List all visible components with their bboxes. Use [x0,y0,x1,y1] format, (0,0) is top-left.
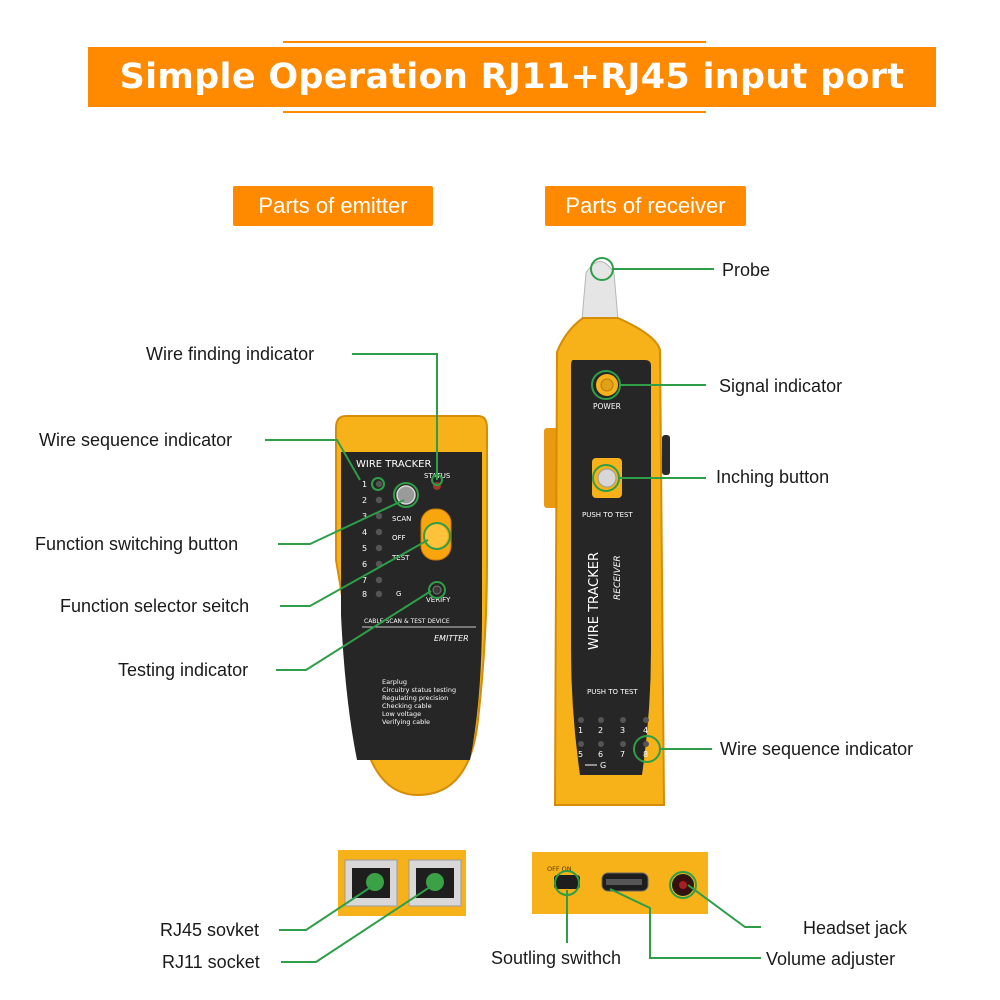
label-probe: Probe [722,260,771,280]
sequence-led [375,590,383,598]
receiver-led [598,717,604,723]
testing-indicator-led [432,585,442,595]
sequence-led [375,496,383,504]
push-to-test-text: PUSH TO TEST [582,511,633,519]
receiver-num: 5 [578,750,583,759]
receiver-num: 8 [643,750,648,759]
label-signal-indicator: Signal indicator [719,376,843,396]
banner-title: Simple Operation RJ11+RJ45 input port [88,47,936,107]
receiver-led [620,741,626,747]
scan-text: SCAN [392,515,411,523]
emitter-num: 7 [362,576,367,585]
emitter-num: 1 [362,480,367,489]
test-text: TEST [391,554,410,562]
sequence-led [375,512,383,520]
label-soutling-switch: Soutling swithch [491,948,622,968]
receiver-num: 1 [578,726,583,735]
ground-text: G [396,590,401,598]
label-rj45-socket: RJ45 sovket [160,920,260,940]
receiver-led [598,741,604,747]
label-wire-finding-indicator: Wire finding indicator [146,344,315,364]
label-rj11-socket: RJ11 socket [162,952,260,972]
receiver-num: 2 [598,726,603,735]
function-item: Circuitry status testing [382,686,456,694]
banner-bottom-rule [283,111,706,113]
receiver-side-button [662,435,670,475]
soutling-switch[interactable] [554,875,580,889]
power-text: POWER [593,402,621,411]
sequence-led [375,544,383,552]
label-testing-indicator: Testing indicator [118,660,249,680]
receiver-num: 7 [620,750,625,759]
receiver-device: POWER PUSH TO TEST WIRE TRACKER RECEIVER… [544,261,670,806]
label-function-selector-switch: Function selector seitch [60,596,250,616]
function-item: Checking cable [382,702,432,710]
receiver-num: 6 [598,750,603,759]
off-text: OFF [392,534,406,542]
sequence-led [375,576,383,584]
push-to-test-text-2: PUSH TO TEST [587,688,638,696]
emitter-num: 2 [362,496,367,505]
receiver-brand: WIRE TRACKER [587,552,602,650]
emitter-num: 4 [362,528,367,537]
function-switching-button[interactable] [424,524,448,548]
receiver-led [620,717,626,723]
sequence-led [375,528,383,536]
emitter-section-title: Parts of emitter [233,186,433,226]
rj11-marker [426,873,444,891]
receiver-num: 3 [620,726,625,735]
receiver-ports-view: OFF ON [532,852,708,914]
emitter-num: 5 [362,544,367,553]
off-on-text: OFF ON [547,865,572,873]
function-item: Regulating precision [382,694,448,702]
receiver-led [578,741,584,747]
inching-button[interactable] [597,468,617,488]
label-function-switching-button: Function switching button [35,534,239,554]
label-wire-sequence-indicator-receiver: Wire sequence indicator [720,739,914,759]
label-wire-sequence-indicator-emitter: Wire sequence indicator [39,430,233,450]
verify-text: VERIFY [426,596,451,604]
receiver-ground: G [600,761,606,770]
emitter-model-text: EMITTER [434,634,469,643]
receiver-section-title: Parts of receiver [545,186,746,226]
signal-indicator-led [600,378,614,392]
leader-rings [371,257,697,899]
emitter-num: 6 [362,560,367,569]
receiver-num: 4 [643,726,648,735]
receiver-led [643,741,649,747]
function-item: Earplug [382,678,407,686]
sequence-led [375,480,383,488]
emitter-num: 8 [362,590,367,599]
cable-scan-text: CABLE SCAN & TEST DEVICE [364,618,450,625]
probe-tip [581,261,619,321]
label-volume-adjuster: Volume adjuster [766,949,896,969]
emitter-device: WIRE TRACKER STATUS 1 2 3 4 5 6 7 8 SCAN [335,415,488,797]
label-headset-jack: Headset jack [803,918,908,938]
emitter-num: 3 [362,512,367,521]
function-item: Low voltage [382,710,421,718]
emitter-brand: WIRE TRACKER [356,459,431,470]
receiver-side-grip [544,428,558,508]
receiver-led [643,717,649,723]
receiver-led [578,717,584,723]
banner-top-rule [283,41,706,43]
leader-lines [265,268,761,963]
wire-finding-indicator-led [396,485,416,505]
volume-adjuster[interactable] [601,872,649,892]
function-item: Verifying cable [382,718,430,726]
receiver-model: RECEIVER [613,555,623,600]
label-inching-button: Inching button [716,467,830,487]
